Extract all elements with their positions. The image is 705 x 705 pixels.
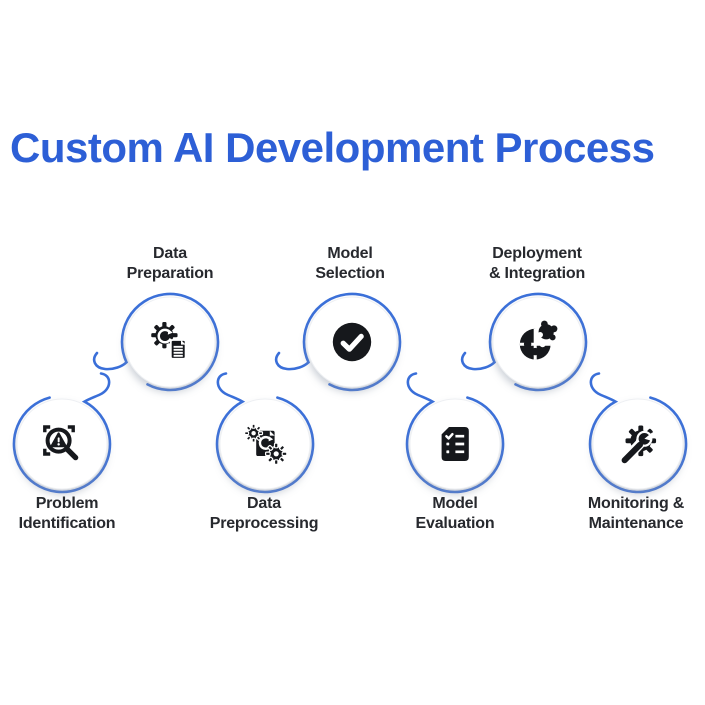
step-circle bbox=[12, 372, 112, 494]
step-circle bbox=[405, 372, 505, 494]
page-title: Custom AI Development Process bbox=[10, 124, 655, 171]
label-line: Deployment bbox=[492, 245, 582, 262]
step-circle bbox=[92, 292, 220, 392]
step-data-preparation bbox=[85, 257, 255, 427]
puzzle-pieces-icon bbox=[519, 320, 560, 360]
label-line: Data bbox=[247, 495, 281, 512]
label-line: Selection bbox=[315, 265, 385, 282]
step-circle bbox=[215, 372, 315, 494]
step-model-evaluation bbox=[370, 359, 540, 529]
step-problem-identification bbox=[0, 359, 147, 529]
gear-document-refresh-icon bbox=[151, 322, 187, 360]
label-line: Preparation bbox=[126, 265, 214, 282]
step-monitoring-maintenance bbox=[553, 359, 705, 529]
step-model-selection bbox=[267, 257, 437, 427]
magnifier-alert-icon bbox=[43, 425, 79, 461]
label-line: Data bbox=[153, 245, 187, 262]
step-label-data-preprocessing: Data Preprocessing bbox=[169, 494, 359, 534]
label-line: Maintenance bbox=[588, 515, 684, 532]
label-line: & Integration bbox=[488, 265, 586, 282]
check-circle-icon bbox=[332, 322, 372, 362]
step-circle bbox=[588, 372, 688, 494]
label-line: Identification bbox=[18, 515, 116, 532]
step-label-deployment-integration: Deployment & Integration bbox=[442, 244, 632, 284]
label-line: Preprocessing bbox=[209, 515, 319, 532]
label-line: Monitoring & bbox=[587, 495, 685, 512]
label-line: Model bbox=[327, 245, 373, 262]
step-circle bbox=[460, 292, 588, 392]
label-line: Evaluation bbox=[415, 515, 495, 532]
step-label-model-evaluation: Model Evaluation bbox=[360, 494, 550, 534]
label-line: Problem bbox=[35, 495, 99, 512]
checklist-document-icon bbox=[441, 427, 469, 461]
step-label-model-selection: Model Selection bbox=[255, 244, 445, 284]
step-label-data-preparation: Data Preparation bbox=[75, 244, 265, 284]
step-deployment-integration bbox=[453, 257, 623, 427]
step-label-problem-identification: Problem Identification bbox=[0, 494, 162, 534]
document-refresh-gears-icon bbox=[244, 423, 288, 465]
step-circle bbox=[274, 292, 402, 392]
gear-wrench-icon bbox=[620, 425, 657, 465]
step-label-monitoring-maintenance: Monitoring & Maintenance bbox=[541, 494, 705, 534]
step-data-preprocessing bbox=[180, 359, 350, 529]
label-line: Model bbox=[432, 495, 478, 512]
